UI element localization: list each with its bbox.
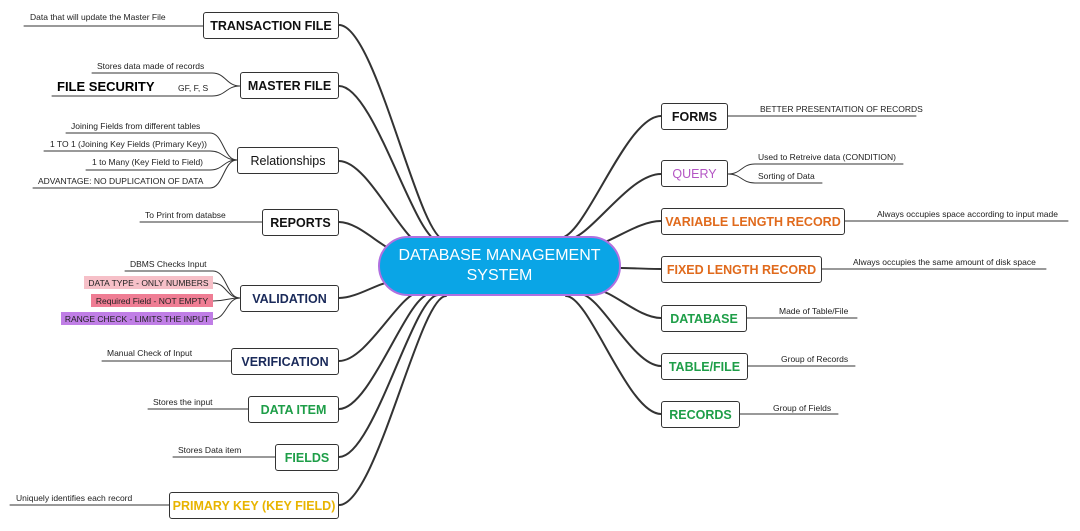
topic-data-item[interactable]: DATA ITEM [248,396,339,423]
topic-relationships[interactable]: Relationships [237,147,339,174]
sub-records-1: Group of Fields [773,403,832,413]
sub-relationships-2: 1 TO 1 (Joining Key Fields (Primary Key)… [50,139,207,149]
branch-query-2 [727,173,756,184]
central-topic-line1: DATABASE MANAGEMENT [398,247,601,264]
branch-relationships-1 [209,132,238,161]
connector-query [565,173,662,241]
topic-forms[interactable]: FORMS [661,103,728,130]
topic-master-file[interactable]: MASTER FILE [240,72,339,99]
connector-records [565,295,662,415]
sub-file-security: FILE SECURITY [57,79,155,94]
branch-validation-4 [212,297,241,320]
sub-primary-key-1: Uniquely identifies each record [16,493,133,503]
sub-validation-4: RANGE CHECK - LIMITS THE INPUT [61,312,213,325]
sub-reports-1: To Print from databse [145,210,226,220]
topic-validation[interactable]: VALIDATION [240,285,339,312]
sub-validation-2: DATA TYPE - ONLY NUMBERS [84,276,213,289]
sub-validation-3: Required Field - NOT EMPTY [91,294,213,307]
sub-forms-1: BETTER PRESENTAITION OF RECORDS [760,104,923,114]
branch-query-1 [727,163,756,175]
sub-file-security-value: GF, F, S [178,83,209,93]
connector-master-file [338,85,441,243]
branch-relationships-4 [209,159,238,189]
sub-relationships-4: ADVANTAGE: NO DUPLICATION OF DATA [38,176,204,186]
topic-transaction-file[interactable]: TRANSACTION FILE [203,12,339,39]
connector-table-file [579,293,662,367]
connector-verification [338,291,421,362]
topic-variable-length-record[interactable]: VARIABLE LENGTH RECORD [661,208,845,235]
connector-fields [338,294,439,458]
sub-variable-length-record-1: Always occupies space according to input… [877,209,1058,219]
topic-query[interactable]: QUERY [661,160,728,187]
sub-verification-1: Manual Check of Input [107,348,193,358]
sub-master-file-1: Stores data made of records [97,61,205,71]
sub-query-2: Sorting of Data [758,171,815,181]
sub-query-1: Used to Retreive data (CONDITION) [758,152,896,162]
branch-file-security [211,85,241,97]
sub-relationships-1: Joining Fields from different tables [71,121,201,131]
central-topic-line2: SYSTEM [466,267,533,284]
topic-fields[interactable]: FIELDS [275,444,339,471]
central-topic[interactable]: DATABASE MANAGEMENT SYSTEM [378,236,621,296]
branch-validation-1 [212,270,241,299]
connector-fixed-length-record [620,267,662,270]
topic-records[interactable]: RECORDS [661,401,740,428]
connector-data-item [338,293,431,410]
topic-verification[interactable]: VERIFICATION [231,348,339,375]
sub-relationships-3: 1 to Many (Key Field to Field) [92,157,204,167]
topic-primary-key[interactable]: PRIMARY KEY (KEY FIELD) [169,492,339,519]
topic-reports[interactable]: REPORTS [262,209,339,236]
topic-database[interactable]: DATABASE [661,305,747,332]
sub-fields-1: Stores Data item [178,445,242,455]
branch-validation-2 [212,282,241,299]
topic-fixed-length-record[interactable]: FIXED LENGTH RECORD [661,256,822,283]
sub-validation-1: DBMS Checks Input [130,259,207,269]
sub-table-file-1: Group of Records [781,354,849,364]
sub-fixed-length-record-1: Always occupies the same amount of disk … [853,257,1036,267]
sub-transaction-file-1: Data that will update the Master File [30,12,166,22]
sub-data-item-1: Stores the input [153,397,213,407]
connector-transaction-file [338,24,446,241]
topic-table-file[interactable]: TABLE/FILE [661,353,748,380]
connector-primary-key [338,295,447,506]
branch-master-file-1 [211,72,241,87]
connector-forms [559,115,662,239]
sub-database-1: Made of Table/File [779,306,849,316]
